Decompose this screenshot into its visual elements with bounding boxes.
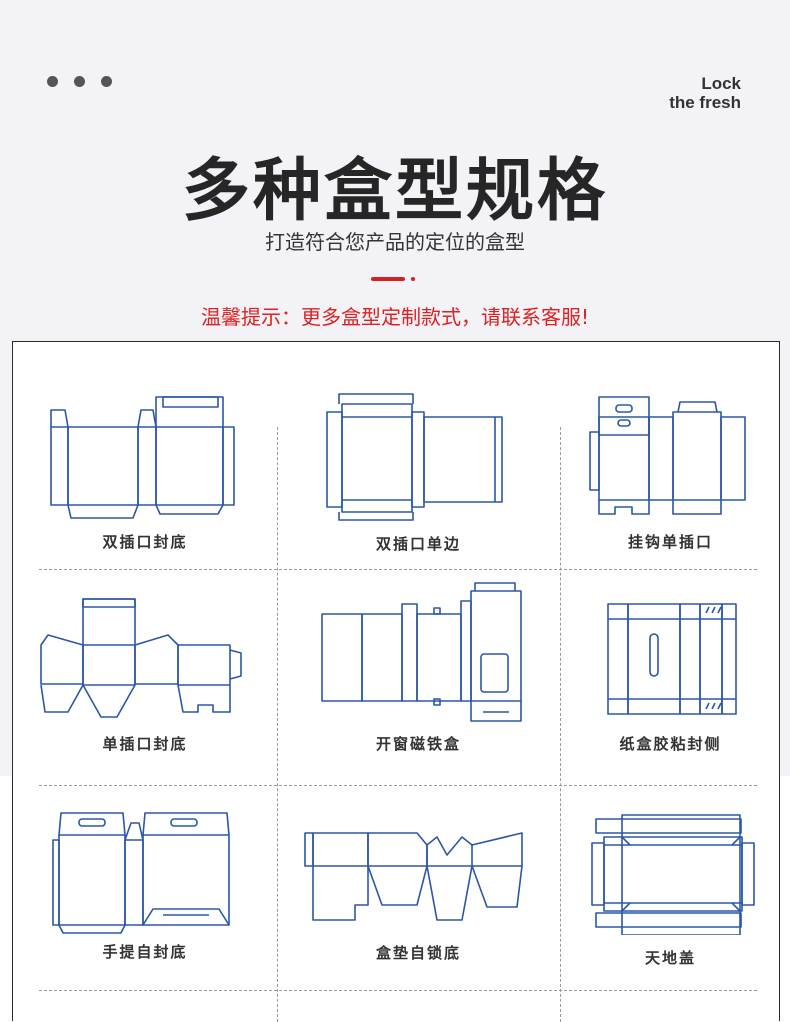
box-type-card[interactable]: 盒垫自锁底 xyxy=(277,785,560,990)
box-type-label: 天地盖 xyxy=(644,949,696,967)
box-type-label: 挂钩单插口 xyxy=(627,533,713,551)
divider-horizontal xyxy=(39,569,757,570)
divider-vertical xyxy=(277,427,278,1022)
box-template-icon xyxy=(50,396,235,519)
box-type-label: 盒垫自锁底 xyxy=(375,944,461,962)
box-type-card[interactable]: 纸盒胶粘封侧 xyxy=(560,569,781,785)
divider-vertical xyxy=(560,427,561,1022)
box-template-icon xyxy=(321,582,522,722)
box-type-card[interactable]: 开窗磁铁盒 xyxy=(277,569,560,785)
box-template-icon xyxy=(304,832,523,921)
box-type-label: 纸盒胶粘封侧 xyxy=(619,735,722,753)
notice-text: 温馨提示：更多盒型定制款式，请联系客服! xyxy=(200,305,590,329)
page-title: 多种盒型规格 xyxy=(181,152,608,231)
brand-line-2: the fresh xyxy=(669,93,741,112)
box-type-card[interactable]: 挂钩单插口 xyxy=(560,342,781,569)
box-template-icon xyxy=(591,814,755,935)
box-template-icon xyxy=(52,812,230,934)
box-type-card[interactable]: 单插口封底 xyxy=(13,569,277,785)
box-template-icon xyxy=(40,598,242,718)
brand-line-1: Lock xyxy=(701,74,741,93)
page-subtitle: 打造符合您产品的定位的盒型 xyxy=(265,230,525,254)
box-template-icon xyxy=(326,393,503,521)
accent-bar xyxy=(371,277,405,281)
box-template-icon xyxy=(589,396,746,515)
box-type-label: 双插口单边 xyxy=(375,535,461,553)
box-type-card[interactable]: 天地盖 xyxy=(560,785,781,990)
box-type-card[interactable]: 手提自封底 xyxy=(13,785,277,990)
divider-horizontal xyxy=(39,785,757,786)
box-type-label: 手提自封底 xyxy=(102,943,188,961)
box-type-label: 开窗磁铁盒 xyxy=(375,735,461,753)
divider-horizontal xyxy=(39,990,757,991)
box-type-card[interactable]: 双插口封底 xyxy=(13,342,277,569)
box-type-label: 双插口封底 xyxy=(102,533,188,551)
more-dots-icon xyxy=(47,76,112,87)
box-template-icon xyxy=(607,603,737,715)
box-type-card[interactable]: 双插口单边 xyxy=(277,342,560,569)
box-type-label: 单插口封底 xyxy=(102,735,188,753)
accent-dot xyxy=(411,277,415,281)
box-types-panel: 双插口封底 双插口单边 xyxy=(12,341,781,1022)
brand-tagline: Lock the fresh xyxy=(669,74,741,112)
